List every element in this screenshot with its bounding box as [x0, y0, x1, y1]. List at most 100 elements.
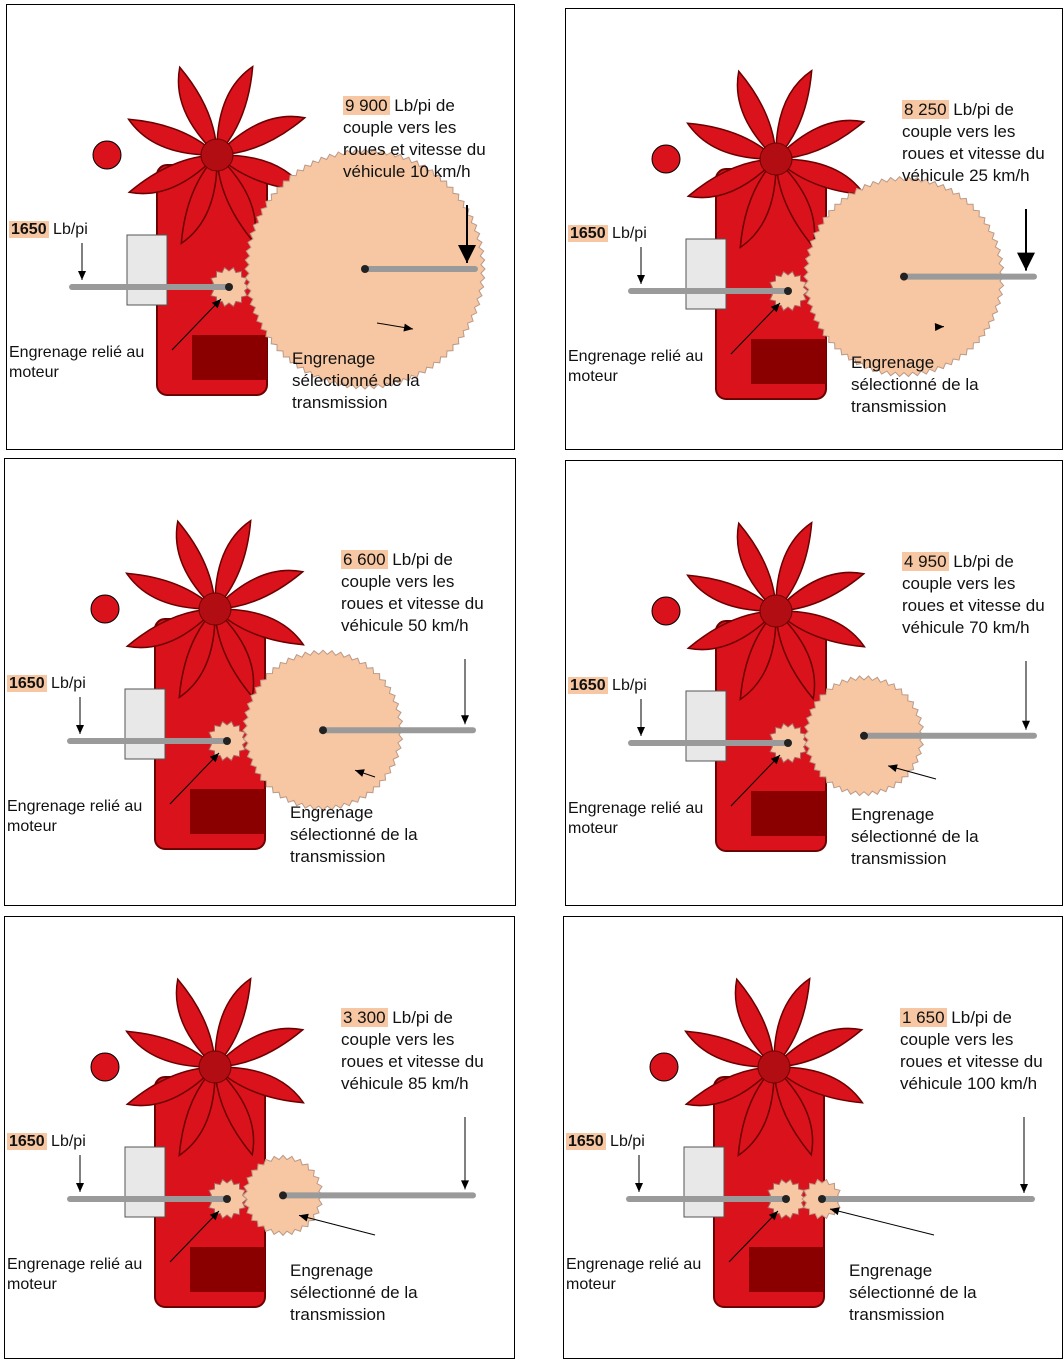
output-torque-value: 6 600 — [341, 550, 388, 569]
output-torque-label: 9 900 Lb/pi de couple vers les roues et vi… — [343, 95, 486, 183]
output-line-2: couple vers les — [341, 572, 454, 591]
arrow-icon — [637, 247, 645, 284]
engine-gear-label: Engrenage relié aumoteur — [7, 1255, 142, 1295]
vehicle-speed: véhicule 100 km/h — [900, 1074, 1037, 1093]
vehicle-speed: véhicule 85 km/h — [341, 1074, 469, 1093]
transmission-gear-label-line: transmission — [290, 847, 385, 866]
input-torque-unit: Lb/pi — [53, 221, 88, 238]
input-torque-unit: Lb/pi — [612, 677, 647, 694]
output-line-2: couple vers les — [900, 1030, 1013, 1049]
engine-gear-label-line: Engrenage relié au — [568, 348, 703, 365]
input-torque-unit: Lb/pi — [51, 1133, 86, 1150]
output-line-3: roues et vitesse du — [341, 594, 484, 613]
input-torque-value: 1650 — [566, 1133, 606, 1150]
transmission-gear-label: Engrenage sélectionné de la transmission — [292, 348, 420, 414]
output-line-2: couple vers les — [343, 118, 456, 137]
arrow-icon — [637, 699, 645, 736]
transmission-gear-label-line: transmission — [290, 1305, 385, 1324]
transmission-gear-label-line: sélectionné de la — [290, 825, 418, 844]
output-line-3: roues et vitesse du — [902, 144, 1045, 163]
arrow-icon — [830, 1207, 934, 1235]
output-line-2: couple vers les — [902, 122, 1015, 141]
output-suffix: Lb/pi de — [392, 1008, 453, 1027]
output-torque-value: 3 300 — [341, 1008, 388, 1027]
input-torque-label: 1650 Lb/pi — [7, 675, 86, 693]
engine-gear-label-line: moteur — [568, 368, 618, 385]
vehicle-speed: véhicule 50 km/h — [341, 616, 469, 635]
transmission-gear-label-line: sélectionné de la — [851, 827, 979, 846]
output-line-2: couple vers les — [902, 574, 1015, 593]
vehicle-speed: véhicule 25 km/h — [902, 166, 1030, 185]
output-line-3: roues et vitesse du — [341, 1052, 484, 1071]
input-torque-unit: Lb/pi — [612, 225, 647, 242]
output-torque-value: 1 650 — [900, 1008, 947, 1027]
engine-gear-label-line: moteur — [9, 364, 59, 381]
transmission-gear-label-line: transmission — [851, 397, 946, 416]
input-torque-label: 1650 Lb/pi — [568, 677, 647, 695]
vehicle-speed: véhicule 10 km/h — [343, 162, 471, 181]
input-torque-value: 1650 — [9, 221, 49, 238]
input-torque-value: 1650 — [7, 1133, 47, 1150]
transmission-gear-label-line: Engrenage — [292, 349, 375, 368]
gear-panel-1: 1650 Lb/pi 9 900 Lb/pi de couple vers les r… — [6, 4, 515, 450]
gear-panel-5: 1650 Lb/pi 3 300 Lb/pi de couple vers les r… — [4, 916, 515, 1359]
output-line-3: roues et vitesse du — [900, 1052, 1043, 1071]
transmission-gear-label-line: sélectionné de la — [290, 1283, 418, 1302]
output-torque-value: 9 900 — [343, 96, 390, 115]
arrow-icon — [1022, 661, 1030, 730]
engine-gear-label: Engrenage relié au moteur — [7, 797, 142, 837]
gear-panel-3: 1650 Lb/pi 6 600 Lb/pi de couple vers les r… — [4, 458, 516, 906]
arrow-icon — [78, 243, 86, 280]
vehicle-speed: véhicule 70 km/h — [902, 618, 1030, 637]
transmission-gear-label-line: Engrenage — [851, 805, 934, 824]
engine-gear-label-line: Engrenage relié au — [568, 800, 703, 817]
engine-gear-label: Engrenage relié au moteur — [9, 343, 144, 383]
transmission-gear-label-line: Engrenage — [290, 1261, 373, 1280]
input-torque-unit: Lb/pi — [610, 1133, 645, 1150]
transmission-gear-label: Engrenage sélectionné de la transmission — [851, 804, 979, 870]
input-torque-label: 1650 Lb/pi — [9, 221, 88, 239]
input-torque-value: 1650 — [568, 677, 608, 694]
transmission-gear-label-line: sélectionné de la — [851, 375, 979, 394]
output-suffix: Lb/pi de — [394, 96, 455, 115]
engine-gear-label-line: Engrenage relié au — [9, 344, 144, 361]
input-torque-value: 1650 — [7, 675, 47, 692]
transmission-gear-label-line: sélectionné de la — [292, 371, 420, 390]
arrow-icon — [76, 697, 84, 734]
arrow-icon — [461, 1117, 469, 1189]
engine-gear-label: Engrenage relié au moteur — [568, 347, 703, 387]
output-torque-value: 4 950 — [902, 552, 949, 571]
transmission-gear-label-line: transmission — [851, 849, 946, 868]
engine-gear-label-line: Engrenage relié au — [7, 798, 142, 815]
engine-gear-label-line: Engrenage relié au — [566, 1256, 701, 1273]
output-line-3: roues et vitesse du — [343, 140, 486, 159]
transmission-gear-label: Engrenage sélectionné de la transmission — [290, 802, 418, 868]
input-torque-unit: Lb/pi — [51, 675, 86, 692]
output-suffix: Lb/pi de — [392, 550, 453, 569]
transmission-gear-label: Engrenage sélectionné de la transmission — [290, 1260, 418, 1326]
transmission-gear-label: Engrenagesélectionné de latransmission — [849, 1260, 977, 1326]
transmission-gear-label-line: sélectionné de la — [849, 1283, 977, 1302]
output-line-2: couple vers les — [341, 1030, 454, 1049]
transmission-gear-label-line: Engrenage — [849, 1261, 932, 1280]
input-torque-label: 1650 Lb/pi — [566, 1133, 645, 1151]
engine-gear-label-line: moteur — [7, 818, 57, 835]
input-torque-label: 1650 Lb/pi — [568, 225, 647, 243]
transmission-gear-label-line: Engrenage — [290, 803, 373, 822]
arrow-icon — [1020, 1117, 1028, 1193]
output-line-3: roues et vitesse du — [902, 596, 1045, 615]
input-torque-label: 1650 Lb/pi — [7, 1133, 86, 1151]
arrow-icon — [1017, 209, 1035, 271]
arrow-icon — [461, 659, 469, 724]
output-suffix: Lb/pi de — [953, 100, 1014, 119]
arrow-icon — [635, 1155, 643, 1192]
transmission-gear-label-line: transmission — [292, 393, 387, 412]
